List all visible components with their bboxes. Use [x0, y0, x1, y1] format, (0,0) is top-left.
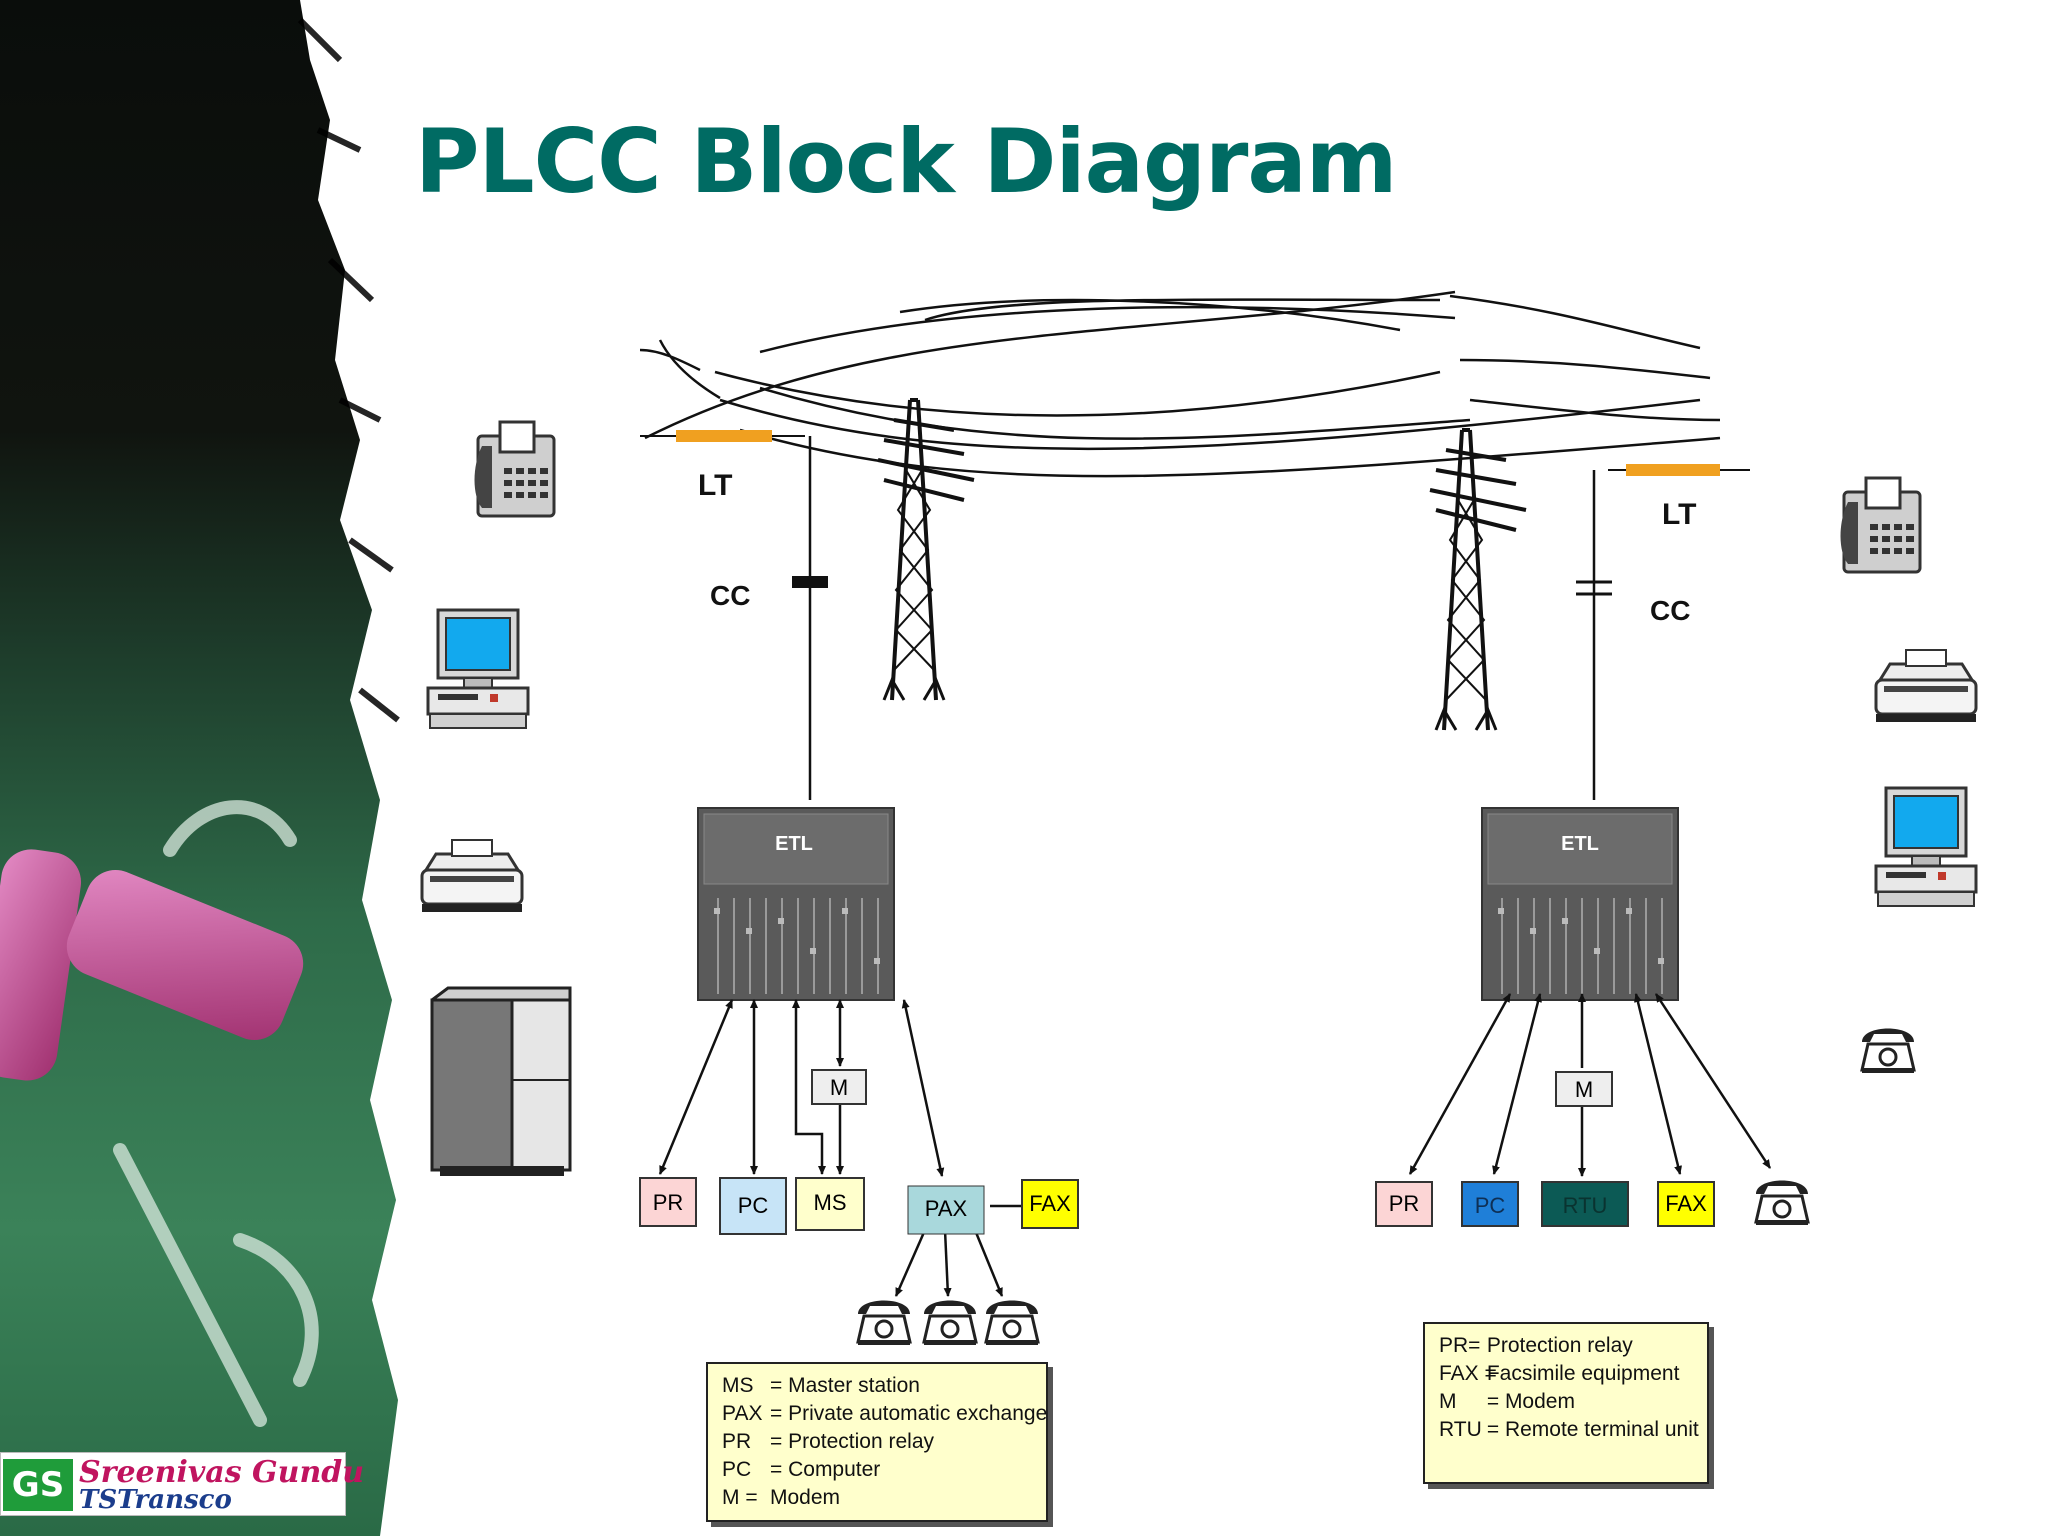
transmission-wires	[639, 290, 1721, 478]
legend-row: PC= Computer	[722, 1458, 881, 1481]
telephone-icon	[922, 1299, 978, 1347]
coupling-capacitor-left	[792, 576, 828, 588]
legend-row: RTU = Remote terminal unit	[1439, 1418, 1699, 1441]
lt-label-right: LT	[1662, 498, 1696, 531]
etl-label-right: ETL	[1561, 833, 1599, 855]
logo-name: Sreenivas Gundu	[79, 1455, 365, 1490]
coupling-capacitor-right	[1576, 580, 1612, 596]
legend-left: MS= Master station PAX= Private automati…	[706, 1362, 1048, 1522]
pc-box-left: PC	[738, 1193, 769, 1218]
fax-machine-icon	[473, 420, 556, 518]
telephone-icon	[856, 1299, 912, 1347]
line-trap-right	[1626, 464, 1720, 476]
computer-icon	[426, 608, 530, 730]
legend-row: PR= Protection relay	[1439, 1334, 1633, 1357]
logo-mark: GS	[3, 1459, 73, 1511]
telephone-icon	[1754, 1179, 1810, 1227]
pr-box-left: PR	[653, 1190, 684, 1215]
legend-row: M =Modem	[722, 1486, 841, 1509]
fax-machine-icon	[1839, 476, 1922, 574]
legend-right: PR= Protection relay FAX = Facsimile equ…	[1423, 1322, 1709, 1484]
lt-label-left: LT	[698, 469, 732, 502]
rtu-box: RTU	[1563, 1193, 1608, 1218]
cc-label-right: CC	[1650, 595, 1690, 626]
legend-row: M = Modem	[1439, 1390, 1575, 1413]
telephone-icon	[984, 1299, 1040, 1347]
legend-row: MS= Master station	[722, 1374, 920, 1397]
transmission-tower-icon	[1428, 428, 1528, 732]
fax-box-right: FAX	[1665, 1191, 1707, 1216]
printer-icon	[1874, 648, 1978, 724]
modem-box-right: M	[1575, 1077, 1593, 1102]
etl-label-left: ETL	[775, 833, 813, 855]
line-trap-left	[676, 430, 772, 442]
author-logo: GS Sreenivas Gundu TSTransco	[0, 1452, 364, 1516]
logo-org: TSTransco	[79, 1485, 232, 1515]
computer-icon	[1874, 786, 1978, 908]
fax-box-left: FAX	[1029, 1191, 1071, 1216]
server-cabinet-icon	[430, 986, 572, 1176]
pax-box: PAX	[925, 1196, 968, 1221]
cc-label-left: CC	[710, 580, 750, 611]
legend-row: PAX= Private automatic exchange	[722, 1402, 1048, 1425]
pr-box-right: PR	[1389, 1191, 1420, 1216]
pc-box-right: PC	[1475, 1193, 1506, 1218]
printer-icon	[420, 838, 524, 914]
ms-box: MS	[814, 1190, 847, 1215]
modem-box-left: M	[830, 1075, 848, 1100]
page-title: PLCC Block Diagram	[415, 110, 1397, 213]
chalkboard-decoration	[0, 0, 400, 1536]
legend-row: PR= Protection relay	[722, 1430, 935, 1453]
telephone-icon	[1860, 1027, 1916, 1075]
legend-row: FAX = Facsimile equipment	[1439, 1362, 1680, 1385]
